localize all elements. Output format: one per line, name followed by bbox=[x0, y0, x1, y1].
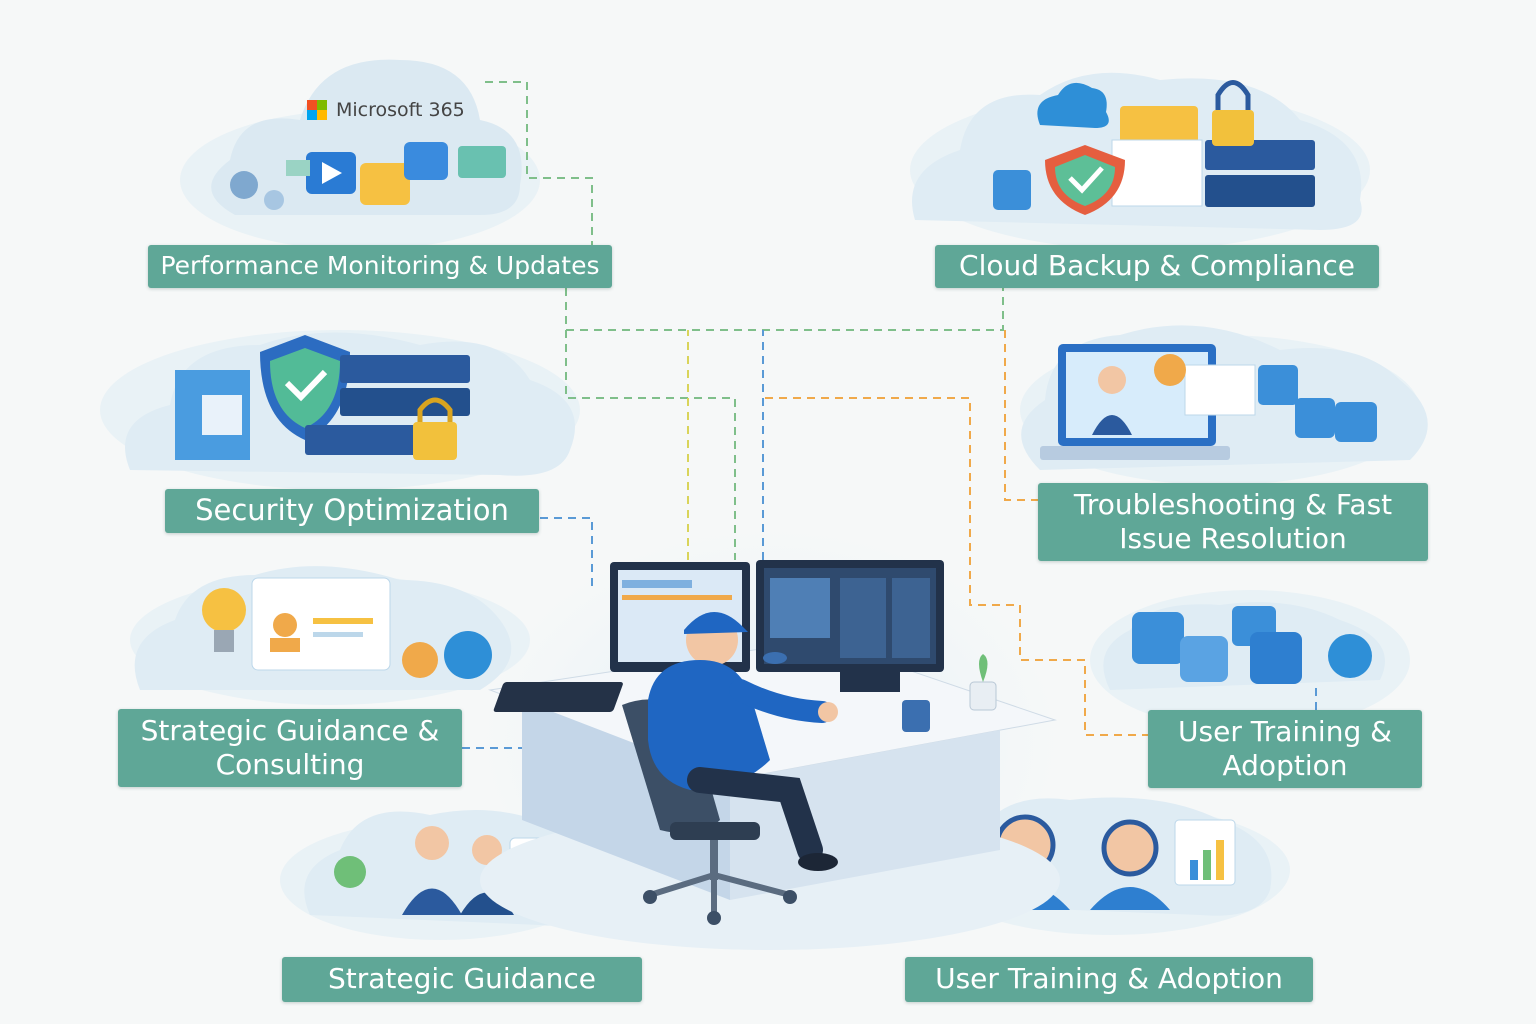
microsoft365-text: Microsoft 365 bbox=[336, 99, 465, 121]
label-user-training-adoption: User Training & Adoption bbox=[905, 957, 1313, 1002]
connector-security bbox=[540, 517, 593, 590]
agent-cap bbox=[684, 611, 748, 634]
chat-bubble-icon-2 bbox=[402, 642, 438, 678]
chat-bubble-icon-3 bbox=[1328, 634, 1372, 678]
agent-arm bbox=[729, 679, 833, 723]
connector-troubleshooting bbox=[1004, 330, 1038, 501]
label-security-optimization: Security Optimization bbox=[165, 489, 539, 533]
desk-side bbox=[730, 730, 1000, 900]
connector-orange-desk bbox=[765, 397, 1148, 736]
label-text-line2: Consulting bbox=[215, 748, 365, 781]
pen-cup bbox=[969, 681, 997, 711]
security-illustration bbox=[125, 332, 575, 476]
agent-legs bbox=[687, 767, 823, 863]
label-text-line2: Adoption bbox=[1222, 749, 1348, 782]
label-text-line1: Troubleshooting & Fast bbox=[1073, 487, 1393, 521]
label-text-line2: Issue Resolution bbox=[1119, 522, 1347, 555]
label-text: Cloud Backup & Compliance bbox=[959, 249, 1355, 283]
lightbulb-icon bbox=[202, 588, 246, 632]
label-performance-monitoring: Performance Monitoring & Updates bbox=[148, 245, 612, 288]
label-cloud-backup: Cloud Backup & Compliance bbox=[935, 245, 1379, 288]
microsoft365-cloud: Microsoft 365 bbox=[211, 59, 522, 216]
label-strategic-consulting: Strategic Guidance & Consulting bbox=[118, 709, 462, 787]
headset-icon-2 bbox=[1101, 819, 1159, 877]
strategic-consulting-illustration bbox=[134, 566, 512, 690]
label-user-training: User Training & Adoption bbox=[1148, 710, 1422, 788]
label-text-line1: Strategic Guidance & bbox=[140, 713, 440, 747]
label-text: User Training & Adoption bbox=[935, 962, 1283, 996]
coffee-mug bbox=[902, 700, 930, 732]
label-strategic-guidance: Strategic Guidance bbox=[282, 957, 642, 1002]
chat-bubble-icon bbox=[1154, 354, 1186, 386]
cloud-backup-illustration bbox=[912, 72, 1362, 231]
label-text: Security Optimization bbox=[195, 493, 509, 528]
label-troubleshooting: Troubleshooting & Fast Issue Resolution bbox=[1038, 483, 1428, 561]
keyboard bbox=[493, 682, 623, 712]
desk-front bbox=[522, 700, 730, 900]
server-rack-icon bbox=[1205, 140, 1315, 170]
connector-performance bbox=[485, 81, 1004, 331]
padlock-icon-2 bbox=[413, 422, 457, 460]
padlock-icon bbox=[1212, 110, 1254, 146]
plant-icon-2 bbox=[979, 654, 988, 682]
troubleshooting-illustration bbox=[1021, 325, 1428, 470]
plant-icon bbox=[334, 856, 366, 888]
label-text: Strategic Guidance bbox=[328, 962, 596, 996]
label-text: Performance Monitoring & Updates bbox=[160, 251, 600, 281]
label-text-line1: User Training & bbox=[1178, 714, 1392, 748]
central-workstation bbox=[480, 560, 1060, 950]
connector-performance-to-desk bbox=[565, 330, 736, 560]
gear-icon bbox=[230, 171, 258, 199]
cloud-icon bbox=[1037, 82, 1109, 128]
user-training-illustration bbox=[1103, 602, 1385, 690]
